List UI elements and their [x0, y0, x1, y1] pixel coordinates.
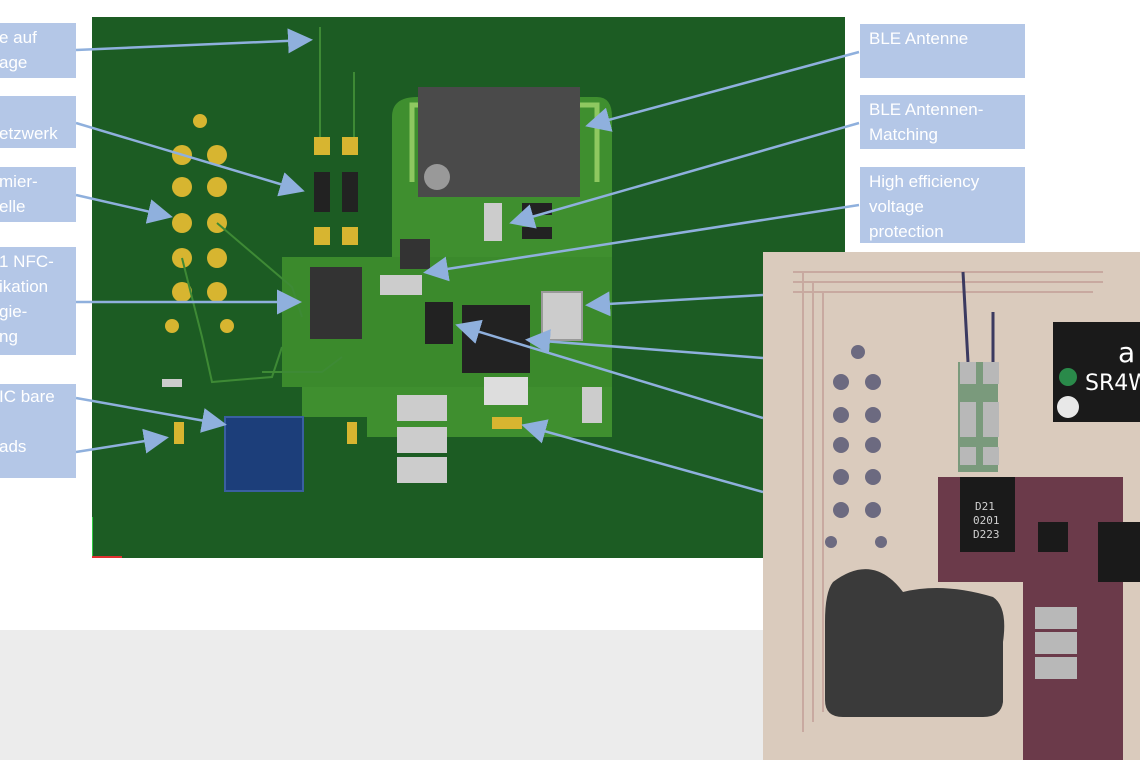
- label-ble-antenne: BLE Antenne: [860, 24, 1025, 78]
- arrow-11: [525, 329, 764, 360]
- photo-chip-logo: a: [1118, 336, 1135, 369]
- arrow-8: [509, 121, 860, 229]
- photo-artwork: D21 0201 D223 SR4W a: [763, 252, 1140, 760]
- photo-ic-text-2: 0201: [973, 514, 1000, 527]
- arrow-9: [423, 203, 860, 282]
- arrow-12: [455, 319, 764, 420]
- arrow-13: [521, 419, 764, 494]
- label-left-1: e auf age: [0, 23, 76, 78]
- nfc-bare-die: [224, 416, 304, 492]
- arrow-2: [75, 121, 305, 197]
- photo-ic: [960, 477, 1015, 552]
- label-voltage-protection: High efficiency voltage protection: [860, 167, 1025, 243]
- photo-ic-text-1: D21: [975, 500, 995, 513]
- arrow-7: [585, 50, 860, 132]
- photo-battery: [825, 569, 1005, 717]
- label-left-2: etzwerk: [0, 96, 76, 148]
- arrow-6: [75, 428, 169, 454]
- arrow-10: [585, 291, 764, 317]
- label-left-4: 1 NFC- ikation gie- ng: [0, 247, 76, 355]
- nfc-ic: [310, 267, 362, 339]
- arrow-1: [75, 28, 313, 54]
- photo-chip-text: SR4W: [1085, 371, 1140, 396]
- photo-ic-text-3: D223: [973, 528, 1000, 541]
- label-ble-matching: BLE Antennen- Matching: [860, 95, 1025, 149]
- arrow-5: [75, 396, 227, 433]
- smd-components: [162, 137, 602, 483]
- module-dot: [424, 164, 450, 190]
- label-left-5: IC bare ads: [0, 384, 76, 478]
- board-photo: D21 0201 D223 SR4W a: [763, 252, 1140, 760]
- photo-passives: [960, 362, 1077, 679]
- arrow-3: [75, 193, 173, 224]
- photo-pads: [825, 345, 887, 548]
- label-left-3: mier- elle: [0, 167, 76, 222]
